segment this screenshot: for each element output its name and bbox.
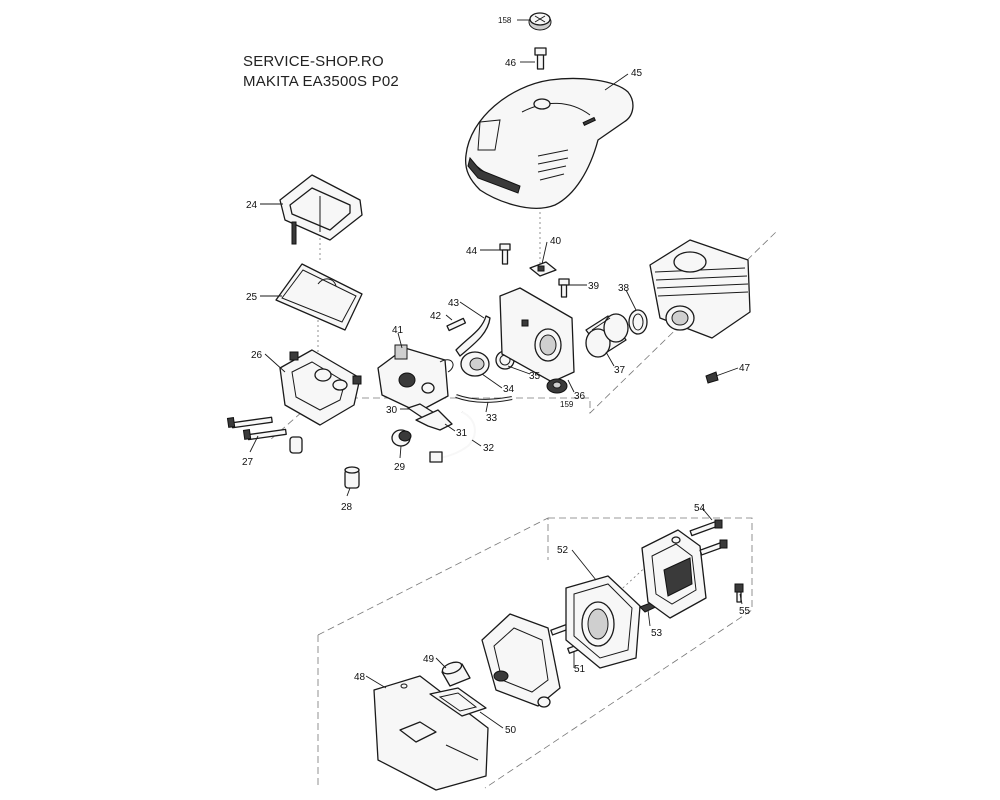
- label-53: 53: [651, 628, 663, 639]
- part-45-engine-cover: [464, 77, 634, 209]
- label-52: 52: [557, 545, 569, 556]
- label-35: 35: [529, 371, 541, 382]
- part-38-piston-ring: [628, 309, 648, 335]
- label-47: 47: [739, 363, 751, 374]
- leader-lines: [249, 19, 743, 729]
- label-30: 30: [386, 405, 398, 416]
- label-40: 40: [550, 236, 562, 247]
- label-28: 28: [341, 502, 353, 513]
- part-28-rubber-foot: [289, 436, 360, 489]
- label-38: 38: [618, 283, 630, 294]
- part-39-screw: [558, 278, 570, 298]
- label-45: 45: [631, 68, 643, 79]
- label-49: 49: [423, 654, 435, 665]
- label-34: 34: [503, 384, 515, 395]
- part-52-muffler-frame: [565, 575, 641, 669]
- part-31-lever: [415, 409, 453, 431]
- label-25: 25: [246, 292, 258, 303]
- part-number-labels: 158 46 45 24 25 26 27 28 29 30 31 32 33 …: [242, 16, 751, 736]
- part-33-impulse-hose: [455, 394, 513, 403]
- label-29: 29: [394, 462, 406, 473]
- part-48-heat-shield: [373, 675, 489, 791]
- part-40-nut-plate: [529, 261, 557, 277]
- label-50: 50: [505, 725, 517, 736]
- label-42: 42: [430, 311, 442, 322]
- part-47-fitting: [705, 371, 719, 384]
- label-51: 51: [574, 664, 586, 675]
- part-25-filter-element: [275, 263, 363, 331]
- label-159: 159: [560, 400, 574, 409]
- part-24-filter-frame: [279, 174, 363, 245]
- part-158-cap: [528, 12, 552, 31]
- part-44-screw: [499, 243, 511, 265]
- part-cylinder: [649, 239, 751, 339]
- label-55: 55: [739, 606, 751, 617]
- part-27-bolts: [226, 416, 287, 441]
- part-46-screw: [534, 47, 547, 70]
- part-37-piston: [585, 313, 629, 358]
- diagram-header: SERVICE-SHOP.RO MAKITA EA3500S P02: [243, 52, 399, 92]
- part-29-primer-bulb: [391, 429, 412, 447]
- part-32-fuel-hose: [429, 411, 476, 463]
- label-31: 31: [456, 428, 468, 439]
- label-37: 37: [614, 365, 626, 376]
- part-muffler-cover: [641, 529, 707, 619]
- label-46: 46: [505, 58, 517, 69]
- label-27: 27: [242, 457, 254, 468]
- part-49-spacer: [441, 661, 471, 687]
- label-39: 39: [588, 281, 600, 292]
- label-32: 32: [483, 443, 495, 454]
- label-26: 26: [251, 350, 263, 361]
- label-36: 36: [574, 391, 586, 402]
- part-34-insulator: [460, 351, 490, 377]
- label-33: 33: [486, 413, 498, 424]
- part-54-bolts: [689, 519, 728, 556]
- label-43: 43: [448, 298, 460, 309]
- part-41-carburetor: [377, 344, 454, 413]
- part-36-intake-manifold: [499, 287, 575, 383]
- cover-vent-slots: [537, 149, 569, 181]
- part-42-screw: [446, 317, 467, 332]
- part-muffler-body: [481, 613, 561, 708]
- part-159-rubber-mount: [546, 378, 568, 394]
- label-54: 54: [694, 503, 706, 514]
- part-43-clamp: [455, 315, 491, 357]
- part-26-filter-base: [279, 349, 362, 426]
- label-48: 48: [354, 672, 366, 683]
- label-24: 24: [246, 200, 258, 211]
- part-55-bolt: [734, 583, 744, 603]
- label-158: 158: [498, 16, 512, 25]
- site-name: SERVICE-SHOP.RO: [243, 53, 384, 70]
- label-44: 44: [466, 246, 478, 257]
- model-title: MAKITA EA3500S P02: [243, 73, 399, 90]
- label-41: 41: [392, 325, 404, 336]
- part-50-muffler-gasket: [429, 687, 487, 717]
